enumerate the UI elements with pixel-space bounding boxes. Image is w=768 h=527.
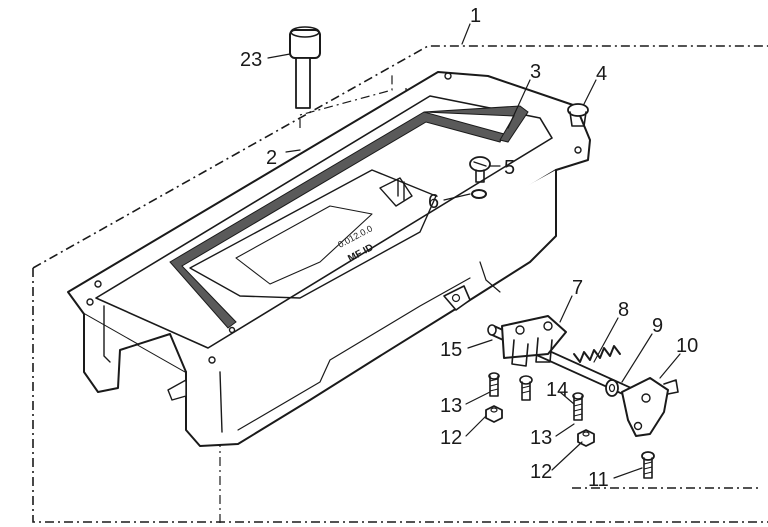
part-11-bolt [641,451,655,479]
callout-9: 9 [652,315,663,337]
part-13-stud-left [488,372,500,397]
callout-4: 4 [596,63,607,85]
callout-6: 6 [428,191,439,213]
part-12-nut-left [485,405,503,423]
bracket-screw [519,375,533,401]
part-23-dipstick-plug [289,26,321,109]
callout-12-left: 12 [440,427,462,449]
callout-2: 2 [266,147,277,169]
part-14-stud [572,392,584,421]
part-4-filler-cap [567,103,589,127]
callout-1: 1 [470,5,481,27]
callout-14: 14 [546,379,568,401]
part-9-collar [605,379,619,397]
callout-7: 7 [572,277,583,299]
callout-10: 10 [676,335,698,357]
callout-8: 8 [618,299,629,321]
callout-5: 5 [504,157,515,179]
callout-leader-lines [267,23,681,479]
callout-3: 3 [530,61,541,83]
callout-23: 23 [240,49,262,71]
callout-11: 11 [588,469,609,491]
part-8-spring [573,345,621,363]
callout-15: 15 [440,339,462,361]
callout-13-right: 13 [530,427,552,449]
callout-labels: 1 23 2 3 4 5 6 7 8 9 10 15 13 12 14 13 1… [240,5,698,491]
callout-12-right: 12 [530,461,552,483]
callout-13-left: 13 [440,395,462,417]
part-7-bracket [501,315,567,367]
oil-pan-body [67,71,591,447]
part-5-drain-plug [469,156,491,183]
part-6-washer [471,189,487,199]
part-10-lever [621,377,679,437]
